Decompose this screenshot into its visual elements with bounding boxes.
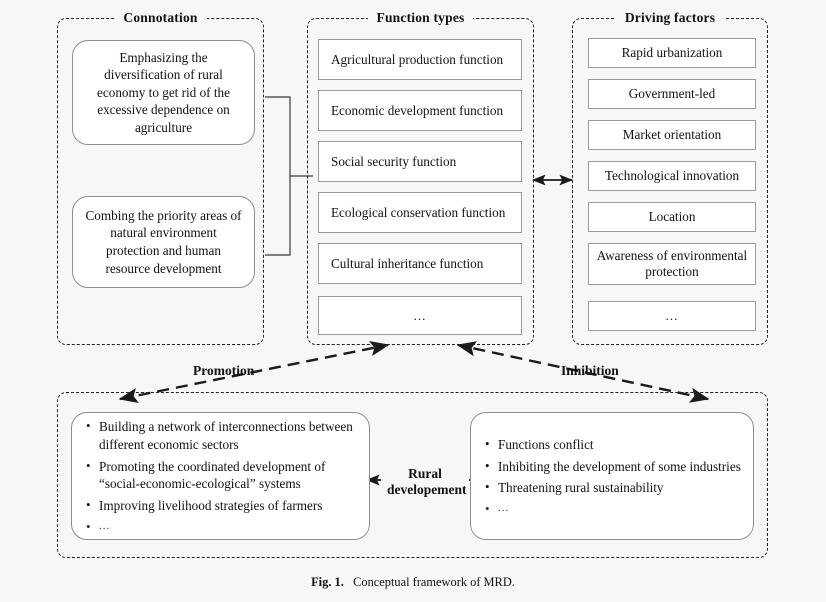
outcome-negative-item-4: ... bbox=[485, 500, 743, 517]
outcome-negative-item-2: Inhibiting the development of some indus… bbox=[485, 457, 743, 476]
function-type-item-1-label: Agricultural production function bbox=[331, 51, 504, 67]
function-type-item-3-label: Social security function bbox=[331, 153, 457, 169]
outcome-positive-box: Building a network of interconnections b… bbox=[71, 412, 370, 540]
outcome-positive-list: Building a network of interconnections b… bbox=[86, 417, 359, 535]
driving-factor-item-1[interactable]: Rapid urbanization bbox=[588, 38, 756, 68]
figure-caption-text: Conceptual framework of MRD. bbox=[353, 575, 515, 589]
connotation-box-1-text: Emphasizing the diversification of rural… bbox=[97, 49, 230, 135]
figure-caption-label: Fig. 1. bbox=[311, 575, 344, 589]
driving-factor-item-7-label: ... bbox=[665, 308, 679, 324]
rural-development-label-line2: developement bbox=[387, 481, 467, 497]
rural-development-label-line1: Rural bbox=[408, 466, 442, 481]
panel-function-types-title: Function types bbox=[367, 8, 474, 28]
function-type-item-4[interactable]: Ecological conservation function bbox=[318, 192, 522, 233]
outcome-positive-item-2: Promoting the coordinated development of… bbox=[86, 457, 359, 493]
outcome-negative-item-3: Threatening rural sustainability bbox=[485, 478, 743, 497]
driving-factor-item-6[interactable]: Awareness of environmental protection bbox=[588, 243, 756, 285]
connotation-box-1: Emphasizing the diversification of rural… bbox=[72, 40, 255, 145]
driving-factor-item-6-label: Awareness of environmental protection bbox=[596, 248, 748, 279]
panel-connotation: Connotation bbox=[57, 8, 264, 345]
driving-factor-item-4[interactable]: Technological innovation bbox=[588, 161, 756, 191]
rural-development-label: Rural developement bbox=[381, 465, 469, 499]
outcome-negative-box: Functions conflict Inhibiting the develo… bbox=[470, 412, 754, 540]
panel-connotation-title: Connotation bbox=[114, 8, 207, 28]
function-type-item-2-label: Economic development function bbox=[331, 102, 504, 118]
function-type-item-5[interactable]: Cultural inheritance function bbox=[318, 243, 522, 284]
function-type-item-6-label: ... bbox=[413, 307, 427, 323]
outcome-negative-list: Functions conflict Inhibiting the develo… bbox=[485, 435, 743, 517]
panel-driving-factors: Driving factors bbox=[572, 8, 768, 345]
function-type-item-5-label: Cultural inheritance function bbox=[331, 255, 484, 271]
figure-caption: Fig. 1. Conceptual framework of MRD. bbox=[0, 575, 826, 590]
driving-factor-item-4-label: Technological innovation bbox=[604, 168, 740, 184]
outcome-positive-item-4: ... bbox=[86, 518, 359, 535]
driving-factor-item-2-label: Government-led bbox=[628, 86, 716, 102]
connotation-bracket bbox=[265, 96, 313, 256]
panel-driving-factors-title: Driving factors bbox=[615, 8, 725, 28]
driving-factor-item-3[interactable]: Market orientation bbox=[588, 120, 756, 150]
function-type-item-1[interactable]: Agricultural production function bbox=[318, 39, 522, 80]
driving-factor-item-7[interactable]: ... bbox=[588, 301, 756, 331]
function-type-item-4-label: Ecological conservation function bbox=[331, 204, 506, 220]
driving-factor-item-3-label: Market orientation bbox=[622, 127, 722, 143]
outcome-positive-item-3: Improving livelihood strategies of farme… bbox=[86, 496, 359, 515]
outcome-negative-item-1: Functions conflict bbox=[485, 435, 743, 454]
driving-factor-item-2[interactable]: Government-led bbox=[588, 79, 756, 109]
driving-factor-item-5[interactable]: Location bbox=[588, 202, 756, 232]
connotation-box-2: Combing the priority areas of natural en… bbox=[72, 196, 255, 288]
function-type-item-2[interactable]: Economic development function bbox=[318, 90, 522, 131]
promotion-label: Promotion bbox=[193, 363, 255, 378]
outcome-positive-item-1: Building a network of interconnections b… bbox=[86, 417, 359, 453]
driving-factor-item-1-label: Rapid urbanization bbox=[621, 45, 723, 61]
inhibition-label: Inhibition bbox=[561, 363, 619, 378]
function-type-item-6[interactable]: ... bbox=[318, 296, 522, 335]
panel-function-types: Function types bbox=[307, 8, 534, 345]
connotation-box-2-text: Combing the priority areas of natural en… bbox=[85, 207, 242, 276]
function-type-item-3[interactable]: Social security function bbox=[318, 141, 522, 182]
driving-factor-item-5-label: Location bbox=[648, 209, 696, 225]
panel-rural-development bbox=[57, 392, 768, 558]
